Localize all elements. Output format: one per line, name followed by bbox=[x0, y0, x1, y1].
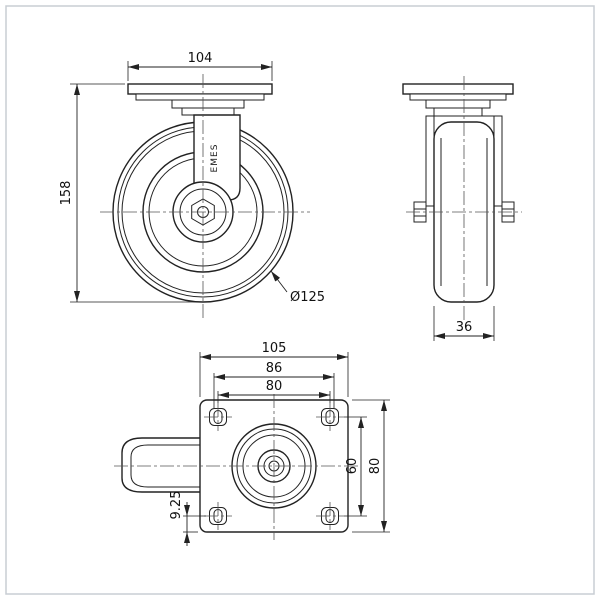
top-view: 105 86 80 60 80 bbox=[114, 341, 390, 546]
dimension-plate-width: 104 bbox=[127, 51, 273, 81]
dimension-overall-height: 158 bbox=[59, 83, 196, 303]
dim-hole-spacing-y-label: 60 bbox=[345, 458, 360, 475]
swivel-housing-front bbox=[171, 99, 245, 116]
dimension-edge-offset: 9.25 bbox=[169, 491, 206, 546]
bolt-slot bbox=[316, 403, 344, 431]
wheel-diameter-label: Ø125 bbox=[290, 290, 325, 305]
centerlines-side bbox=[406, 76, 522, 320]
dim-slot-span-label: 86 bbox=[266, 361, 283, 376]
bolt-slot bbox=[204, 502, 232, 530]
wheel-hub-top bbox=[121, 437, 200, 493]
dimension-plate-depth: 80 bbox=[352, 399, 390, 533]
dimension-wheel-width: 36 bbox=[433, 306, 495, 341]
drawing-frame-border bbox=[5, 5, 595, 595]
bolt-slot bbox=[316, 502, 344, 530]
dimension-slot-span: 86 bbox=[213, 361, 335, 408]
dimension-hole-spacing-y: 60 bbox=[344, 416, 367, 517]
dim-plate-width-label: 104 bbox=[188, 51, 213, 66]
dim-plate-depth-label: 80 bbox=[368, 458, 383, 475]
dimension-plate-length: 105 bbox=[199, 341, 349, 397]
dim-hole-spacing-x-label: 80 bbox=[266, 379, 283, 394]
bolt-slots bbox=[204, 403, 344, 530]
dim-plate-length-label: 105 bbox=[262, 341, 287, 356]
mounting-plate-front bbox=[127, 83, 273, 101]
centerlines-front bbox=[100, 74, 310, 318]
bolt-slot bbox=[204, 403, 232, 431]
dim-wheel-width-label: 36 bbox=[456, 320, 473, 335]
dimension-wheel-diameter: Ø125 bbox=[270, 270, 325, 305]
side-view: 36 bbox=[402, 76, 522, 341]
dimension-hole-spacing-x: 80 bbox=[217, 379, 331, 403]
mounting-plate-side bbox=[402, 83, 514, 101]
brand-text: EMES bbox=[210, 144, 220, 173]
centerlines-top bbox=[114, 394, 359, 540]
front-view: EMES 104 158 Ø12 bbox=[59, 51, 325, 318]
dim-edge-offset-label: 9.25 bbox=[169, 491, 184, 520]
swivel-housing-side bbox=[425, 99, 491, 117]
dim-overall-height-label: 158 bbox=[59, 181, 74, 206]
